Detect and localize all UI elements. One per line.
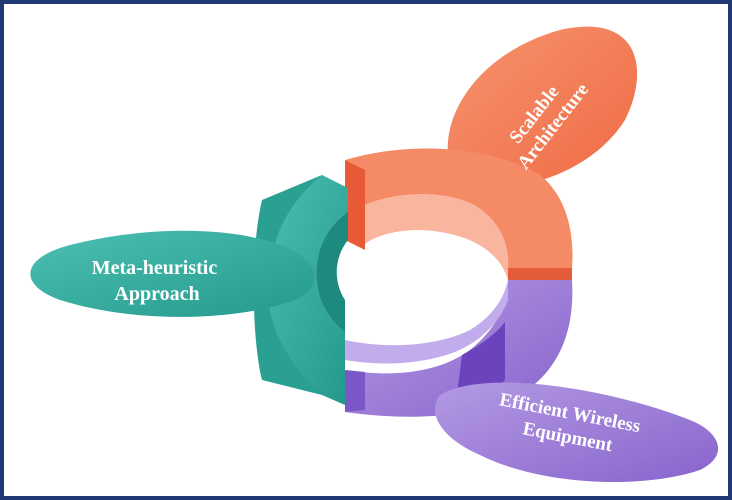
segment-scalable: Scalable Architecture: [345, 26, 638, 280]
ring-arc-scalable: [345, 148, 573, 268]
petal-meta: [30, 230, 315, 317]
ring-arc-efficient: [345, 280, 573, 417]
ring-end-scalable: [508, 268, 572, 280]
segment-meta: Meta-heuristic Approach: [30, 175, 348, 405]
petal-efficient: [434, 382, 719, 482]
ring-inner-scalable: [365, 194, 509, 280]
segment-efficient: Efficient Wireless Equipment: [345, 280, 719, 482]
ring-top-efficient: [345, 280, 508, 364]
petal-scalable: [447, 26, 638, 187]
ring-side-scalable: [345, 160, 365, 250]
ring-face-meta: [253, 175, 322, 395]
ring-side-efficient: [345, 370, 365, 412]
label-meta: Meta-heuristic Approach: [92, 257, 223, 305]
ring-inner-meta: [316, 212, 348, 332]
